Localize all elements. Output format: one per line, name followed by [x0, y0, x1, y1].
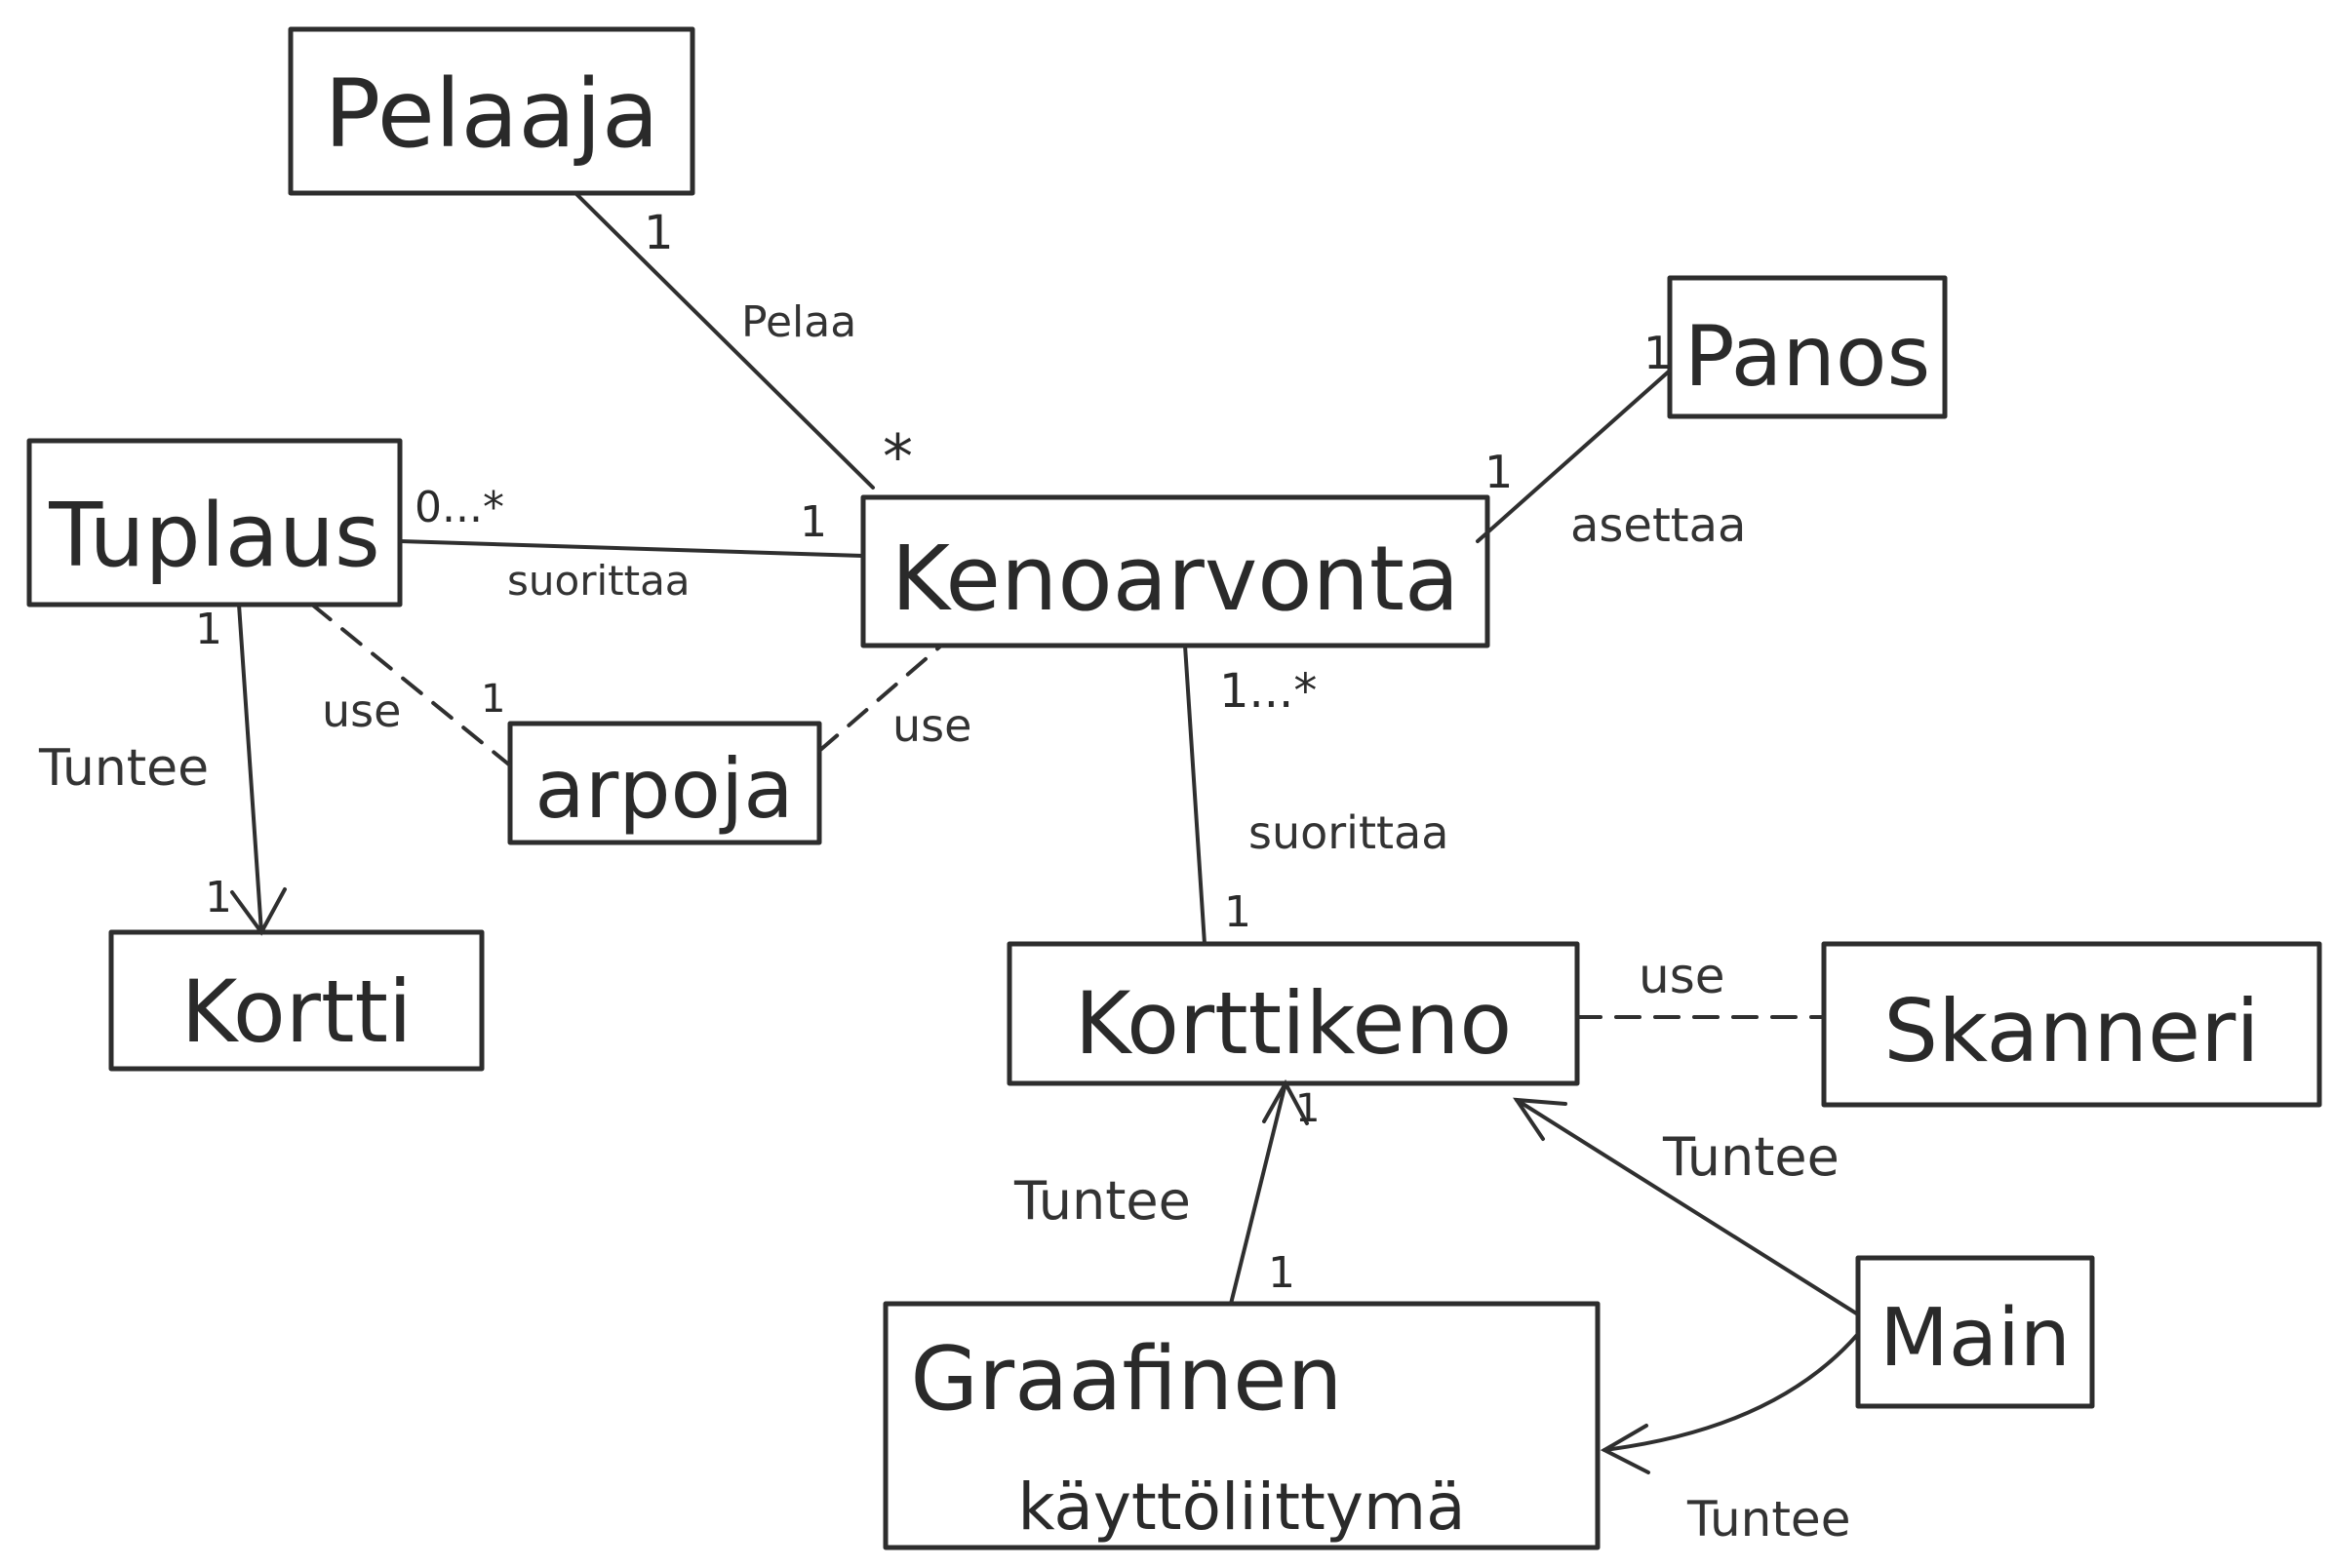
class-box-kenoarvonta [860, 494, 1490, 648]
mult-panos: 1 [1643, 327, 1672, 379]
arrowhead-gui-main [1600, 1424, 1650, 1474]
label-use-arpoja-kenoarvonta: use [892, 699, 971, 752]
class-box-skanneri [1821, 941, 2322, 1108]
edge-tuntee-main-korttikeno [1515, 1098, 1860, 1316]
label-asettaa: asettaa [1570, 498, 1746, 553]
class-name-pelaaja: Pelaaja [324, 59, 658, 169]
class-box-arpoja [507, 721, 822, 845]
edge-asettaa [1476, 369, 1672, 543]
mult-arpoja: 1 [481, 677, 505, 722]
class-name-skanneri: Skanneri [1883, 981, 2260, 1081]
edge-tuntee-tuplaus-kortti [237, 603, 263, 934]
mult-pelaaja: 1 [644, 206, 674, 260]
class-box-graafinen-kayttoliittyma [883, 1301, 1601, 1550]
edge-suorittaa-korttikeno [1183, 644, 1207, 946]
mult-kenoarvonta-pelaa: * [883, 421, 913, 492]
class-name-tuplaus: Tuplaus [48, 485, 380, 587]
label-use-korttikeno-skanneri: use [1639, 948, 1725, 1004]
edge-suorittaa-tuplaus [398, 539, 865, 558]
mult-korttikeno-gui: 1 [1295, 1086, 1320, 1131]
mult-kenoarvonta-korttikeno: 1...* [1219, 664, 1317, 719]
mult-gui: 1 [1268, 1248, 1295, 1298]
class-name-kayttoliittyma: käyttöliittymä [1017, 1470, 1465, 1545]
mult-tuplaus-tuntee: 1 [195, 605, 222, 654]
class-name-kortti: Kortti [181, 961, 413, 1062]
edge-use-arpoja-kenoarvonta [817, 644, 943, 753]
label-tuntee-tuplaus-kortti: Tuntee [38, 739, 209, 798]
class-name-panos: Panos [1684, 308, 1931, 406]
class-name-korttikeno: Korttikeno [1075, 973, 1512, 1074]
label-tuntee-gui-korttikeno: Tuntee [1013, 1170, 1191, 1232]
label-suorittaa-korttikeno: suorittaa [1248, 806, 1448, 859]
edge-pelaa [574, 191, 875, 490]
mult-kortti: 1 [205, 873, 232, 922]
label-tuntee-main-gui: Tuntee [1686, 1491, 1850, 1548]
edge-tuntee-gui-korttikeno [1229, 1081, 1287, 1306]
mult-kenoarvonta-asettaa: 1 [1484, 446, 1513, 498]
arrowhead-korttikeno-main [1513, 1097, 1567, 1141]
class-name-main: Main [1879, 1292, 2071, 1385]
class-box-korttikeno [1007, 941, 1580, 1086]
class-box-panos [1667, 275, 1948, 419]
label-use-tuplaus-arpoja: use [322, 685, 401, 737]
class-box-pelaaja [288, 26, 695, 196]
mult-tuplaus: 0...* [415, 483, 504, 532]
mult-kenoarvonta-tuplaus: 1 [800, 497, 827, 547]
edge-use-tuplaus-arpoja [310, 603, 512, 767]
class-name-kenoarvonta: Kenoarvonta [891, 527, 1460, 631]
label-pelaa: Pelaa [741, 297, 856, 347]
class-name-arpoja: arpoja [534, 741, 794, 837]
label-tuntee-main-korttikeno: Tuntee [1662, 1126, 1840, 1188]
class-box-kortti [108, 929, 485, 1072]
mult-korttikeno: 1 [1224, 887, 1251, 937]
class-name-graafinen: Graafinen [910, 1328, 1342, 1431]
label-suorittaa-tuplaus: suorittaa [507, 557, 691, 605]
arrowhead-kortti [230, 887, 287, 936]
edge-tuntee-main-gui [1602, 1332, 1860, 1452]
arrowhead-korttikeno-gui [1262, 1078, 1309, 1125]
class-box-tuplaus [26, 438, 403, 608]
